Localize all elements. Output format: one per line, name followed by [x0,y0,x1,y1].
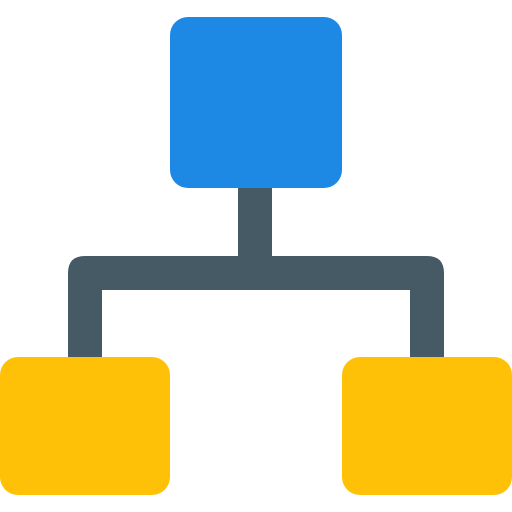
connector-lines [68,180,444,358]
parent-node [170,17,342,188]
connector-vertical-top [238,180,272,270]
connector-horizontal [68,256,444,358]
child-node-left [0,357,170,495]
child-node-right [342,357,512,495]
